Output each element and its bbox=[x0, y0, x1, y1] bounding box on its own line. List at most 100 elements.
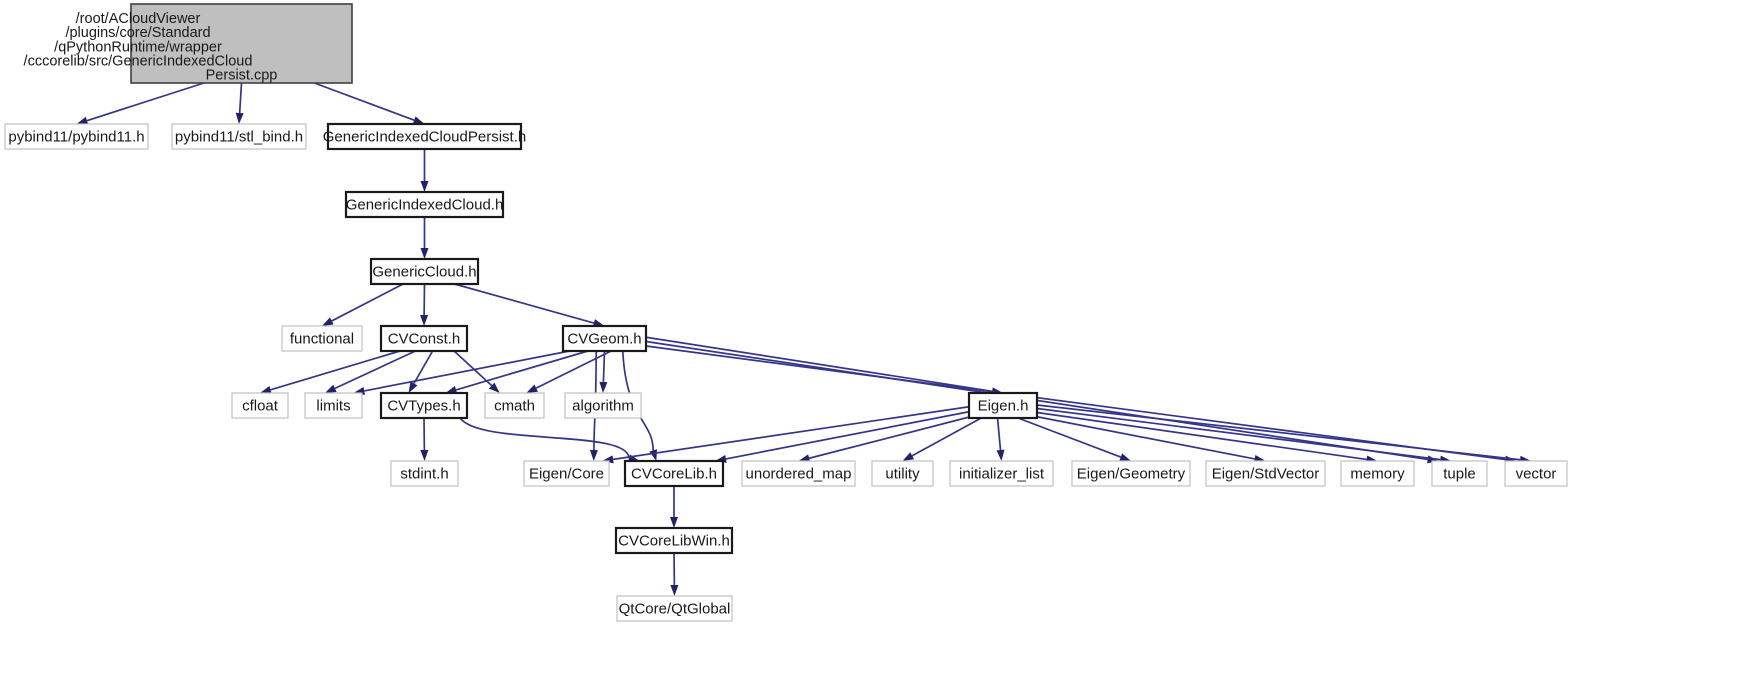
node-root[interactable]: /root/ACloudViewer/plugins/core/Standard… bbox=[24, 3, 353, 84]
edge-layer bbox=[76, 82, 1532, 596]
node-box-eigen_stdvector bbox=[1205, 460, 1326, 487]
edge-cvgeom-to-limits bbox=[364, 350, 570, 392]
node-label-root-line-1: /plugins/core/Standard bbox=[65, 25, 210, 41]
node-utility[interactable]: utility bbox=[871, 460, 934, 487]
node-qtglobal[interactable]: QtCore/QtGlobal bbox=[616, 595, 733, 622]
edge-eigen_h-to-cvcorelib bbox=[725, 410, 970, 460]
arrowhead-cvgeom-to-cvtypes bbox=[445, 386, 458, 394]
arrowhead-cvconst-to-cmath bbox=[488, 382, 500, 393]
arrowhead-cvcorelib-to-cvcorelibwin bbox=[670, 517, 678, 528]
arrowhead-cvtypes-to-stdint bbox=[420, 449, 429, 461]
node-eigen_stdvector[interactable]: Eigen/StdVector bbox=[1205, 460, 1326, 487]
arrowhead-cvconst-to-cfloat bbox=[260, 386, 272, 394]
node-label-cvcorelibwin: CVCoreLibWin.h bbox=[618, 532, 730, 549]
node-cvcorelibwin[interactable]: CVCoreLibWin.h bbox=[614, 526, 734, 555]
node-box-tuple bbox=[1431, 460, 1488, 487]
arrowhead-cvgeom-to-eigen_core bbox=[589, 449, 598, 461]
edge-eigen_h-to-eigen_geometry bbox=[1017, 417, 1122, 458]
edge-eigen_h-to-unordered_map bbox=[808, 415, 971, 460]
arrowhead-eigen_h-to-utility bbox=[902, 452, 915, 461]
arrowhead-gc_h-to-functional bbox=[322, 317, 334, 326]
node-cmath[interactable]: cmath bbox=[484, 392, 545, 419]
node-box-gicp_h bbox=[326, 122, 523, 151]
edge-root-to-pybind11 bbox=[86, 82, 205, 122]
node-cfloat[interactable]: cfloat bbox=[231, 392, 289, 419]
node-label-gicp_h: GenericIndexedCloudPersist.h bbox=[323, 128, 526, 145]
node-tuple[interactable]: tuple bbox=[1431, 460, 1488, 487]
node-label-root-line-3: /cccorelib/src/GenericIndexedCloud bbox=[24, 54, 253, 70]
edge-cvconst-to-cfloat bbox=[270, 350, 401, 391]
node-cvcorelib[interactable]: CVCoreLib.h bbox=[623, 459, 725, 488]
node-label-tuple: tuple bbox=[1443, 465, 1476, 482]
arrowhead-gic_h-to-gc_h bbox=[420, 248, 429, 259]
node-eigen_geometry[interactable]: Eigen/Geometry bbox=[1071, 460, 1191, 487]
node-cvtypes[interactable]: CVTypes.h bbox=[379, 391, 469, 420]
node-box-limits bbox=[304, 392, 363, 419]
node-label-cvtypes: CVTypes.h bbox=[387, 397, 460, 414]
node-cvconst[interactable]: CVConst.h bbox=[379, 324, 469, 353]
node-label-unordered_map: unordered_map bbox=[746, 465, 852, 482]
node-stdint[interactable]: stdint.h bbox=[390, 460, 459, 487]
node-box-cvtypes bbox=[379, 391, 469, 420]
node-label-stdint: stdint.h bbox=[400, 465, 448, 482]
node-gicp_h[interactable]: GenericIndexedCloudPersist.h bbox=[323, 122, 526, 151]
edge-eigen_h-to-initializer_list bbox=[996, 417, 1002, 451]
edge-cvgeom-to-cvtypes bbox=[455, 350, 589, 391]
edge-cvgeom-to-algorithm bbox=[602, 350, 606, 383]
node-box-eigen_h bbox=[967, 391, 1039, 420]
node-label-root-line-2: /qPythonRuntime/wrapper bbox=[54, 39, 222, 55]
node-box-eigen_geometry bbox=[1071, 460, 1191, 487]
node-gic_h[interactable]: GenericIndexedCloud.h bbox=[344, 190, 505, 219]
node-limits[interactable]: limits bbox=[304, 392, 363, 419]
node-algorithm[interactable]: algorithm bbox=[564, 392, 642, 419]
node-initializer_list[interactable]: initializer_list bbox=[949, 460, 1054, 487]
node-eigen_h[interactable]: Eigen.h bbox=[967, 391, 1039, 420]
node-cvgeom[interactable]: CVGeom.h bbox=[561, 324, 648, 353]
edge-eigen_h-to-eigen_stdvector bbox=[1036, 415, 1255, 460]
node-vector[interactable]: vector bbox=[1504, 460, 1568, 487]
node-box-stdint bbox=[390, 460, 459, 487]
arrowhead-gc_h-to-cvconst bbox=[420, 314, 429, 326]
node-eigen_core[interactable]: Eigen/Core bbox=[523, 460, 610, 487]
edge-gc_h-to-functional bbox=[331, 283, 404, 322]
node-box-algorithm bbox=[564, 392, 642, 419]
edge-eigen_h-to-utility bbox=[911, 417, 982, 457]
node-label-limits: limits bbox=[316, 397, 350, 414]
arrowhead-root-to-pybind11 bbox=[76, 116, 89, 125]
node-label-eigen_h: Eigen.h bbox=[978, 397, 1029, 414]
node-box-gic_h bbox=[344, 190, 505, 219]
edge-eigen_h-to-eigen_core bbox=[612, 405, 970, 461]
node-stl_bind[interactable]: pybind11/stl_bind.h bbox=[171, 123, 307, 150]
node-label-initializer_list: initializer_list bbox=[959, 465, 1045, 482]
edge-cvgeom-to-eigen_h bbox=[645, 336, 993, 393]
edge-root-to-gicp_h bbox=[314, 82, 415, 121]
node-label-gic_h: GenericIndexedCloud.h bbox=[346, 196, 504, 213]
node-box-cfloat bbox=[231, 392, 289, 419]
node-label-eigen_core: Eigen/Core bbox=[529, 465, 604, 482]
arrowhead-cvconst-to-cvtypes bbox=[408, 381, 418, 393]
node-label-root-line-4: Persist.cpp bbox=[206, 68, 278, 84]
node-memory[interactable]: memory bbox=[1340, 460, 1415, 487]
arrowhead-eigen_h-to-initializer_list bbox=[996, 449, 1005, 461]
edge-cvconst-to-cvtypes bbox=[413, 350, 434, 384]
node-label-gc_h: GenericCloud.h bbox=[372, 263, 476, 280]
node-unordered_map[interactable]: unordered_map bbox=[741, 460, 856, 487]
node-box-pybind11 bbox=[4, 123, 149, 150]
edge-cvtypes-to-cvcorelib bbox=[459, 417, 630, 459]
node-pybind11[interactable]: pybind11/pybind11.h bbox=[4, 123, 149, 150]
node-label-pybind11: pybind11/pybind11.h bbox=[8, 128, 144, 145]
arrowhead-cvgeom-to-cmath bbox=[526, 384, 538, 393]
node-functional[interactable]: functional bbox=[281, 325, 363, 352]
edge-cvgeom-to-vector bbox=[645, 345, 1506, 461]
node-box-cmath bbox=[484, 392, 545, 419]
node-box-stl_bind bbox=[171, 123, 307, 150]
node-box-qtglobal bbox=[616, 595, 733, 622]
node-label-functional: functional bbox=[290, 330, 354, 347]
edge-eigen_h-to-vector bbox=[1036, 404, 1521, 461]
node-label-cvcorelib: CVCoreLib.h bbox=[631, 465, 717, 482]
arrowhead-eigen_h-to-unordered_map bbox=[798, 454, 811, 463]
node-gc_h[interactable]: GenericCloud.h bbox=[369, 257, 480, 286]
arrowhead-cvgeom-to-algorithm bbox=[599, 381, 608, 393]
